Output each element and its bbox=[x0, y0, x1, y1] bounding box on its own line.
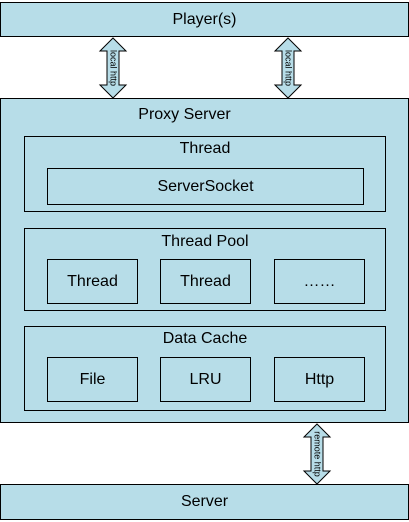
data-cache-item: File bbox=[47, 357, 138, 402]
local-http-arrow-right: local http bbox=[273, 37, 303, 99]
data-cache-title: Data Cache bbox=[162, 330, 248, 347]
data-cache-item: Http bbox=[274, 357, 365, 402]
data-cache-item-label: LRU bbox=[189, 370, 222, 388]
thread-pool-box: Thread Pool Thread Thread …… bbox=[24, 228, 386, 311]
local-http-label-right: local http bbox=[284, 50, 294, 86]
thread-pool-item-label: …… bbox=[303, 272, 336, 290]
player-box: Player(s) bbox=[0, 2, 409, 37]
thread-title: Thread bbox=[179, 140, 231, 157]
server-socket-box: ServerSocket bbox=[47, 168, 364, 205]
thread-pool-item: Thread bbox=[160, 259, 251, 304]
server-socket-label: ServerSocket bbox=[157, 177, 254, 195]
proxy-server-title: Proxy Server bbox=[138, 106, 231, 123]
local-http-label-left: local http bbox=[109, 50, 119, 86]
player-label: Player(s) bbox=[172, 10, 237, 28]
thread-pool-item-label: Thread bbox=[67, 272, 118, 290]
thread-pool-item-label: Thread bbox=[180, 272, 231, 290]
thread-box: Thread ServerSocket bbox=[24, 136, 386, 212]
thread-pool-item: …… bbox=[274, 259, 365, 304]
data-cache-item-label: File bbox=[79, 370, 106, 388]
thread-pool-item: Thread bbox=[47, 259, 138, 304]
thread-pool-title: Thread Pool bbox=[161, 233, 249, 250]
data-cache-item-label: Http bbox=[304, 370, 335, 388]
remote-http-arrow: remote http bbox=[302, 423, 332, 485]
remote-http-label: remote http bbox=[313, 431, 323, 477]
proxy-server-box: Proxy Server Thread ServerSocket Thread … bbox=[0, 98, 409, 423]
server-label: Server bbox=[180, 493, 229, 510]
data-cache-box: Data Cache File LRU Http bbox=[24, 326, 386, 411]
data-cache-item: LRU bbox=[160, 357, 251, 402]
local-http-arrow-left: local http bbox=[98, 37, 128, 99]
server-box: Server bbox=[0, 484, 409, 520]
